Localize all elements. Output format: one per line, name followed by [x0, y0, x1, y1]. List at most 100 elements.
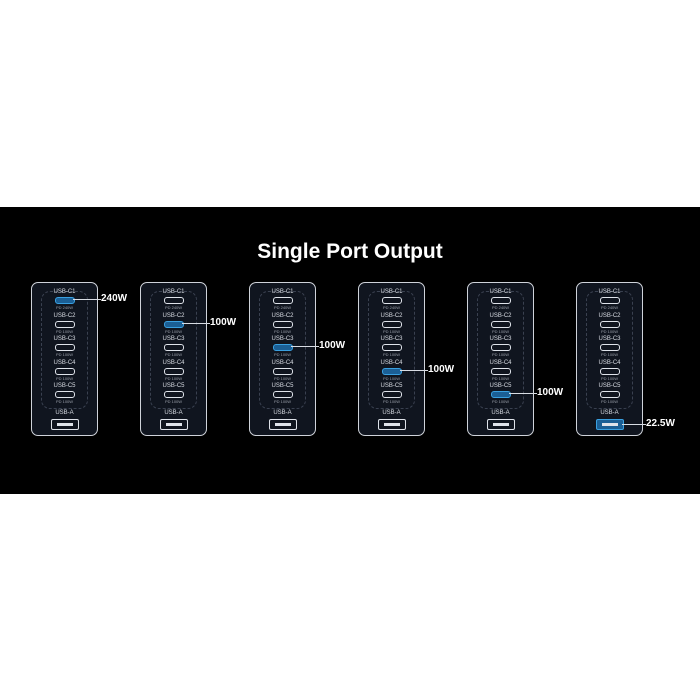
output-wattage-label: 100W — [210, 316, 237, 328]
port-label: USB-C1 — [598, 289, 621, 295]
usb-c-port-icon — [55, 320, 75, 328]
port-label: USB-C3 — [162, 336, 185, 342]
port-group-outline — [477, 291, 524, 409]
port-label: USB-A — [273, 410, 292, 416]
usb-c-port-icon — [164, 297, 184, 304]
usb-c-port-icon — [491, 320, 511, 328]
port-label: USB-A — [491, 410, 510, 416]
pd-label: PD 100W — [273, 375, 292, 381]
port-label: USB-C5 — [598, 383, 621, 389]
port-label: USB-C5 — [53, 383, 76, 389]
usb-a-port-icon — [160, 419, 188, 430]
port-label: USB-C4 — [489, 359, 512, 366]
output-wattage-label: 100W — [428, 363, 455, 375]
pd-label: PD 100W — [164, 399, 183, 404]
port-label: USB-C4 — [380, 359, 403, 366]
usb-c-port-icon — [491, 344, 511, 351]
usb-c-port-icon — [491, 367, 511, 375]
usb-c-port-icon — [55, 391, 75, 398]
usb-a-port-icon — [51, 419, 79, 430]
port-label: USB-C5 — [380, 383, 403, 389]
port-label: USB-A — [164, 410, 183, 416]
port-label: USB-C2 — [271, 312, 294, 319]
usb-a-port-icon — [596, 419, 624, 430]
callout-line — [73, 299, 101, 300]
page-title: Single Port Output — [257, 240, 443, 263]
usb-a-port-icon — [269, 419, 297, 430]
port-label: USB-C1 — [53, 289, 76, 295]
port-label: USB-C1 — [489, 289, 512, 295]
output-wattage-label: 240W — [101, 293, 128, 304]
callout-line — [509, 393, 537, 394]
pd-label: PD 100W — [491, 328, 510, 334]
output-wattage-label: 22.5W — [646, 418, 675, 429]
port-label: USB-C1 — [162, 289, 185, 295]
usb-a-port-icon — [378, 419, 406, 430]
port-label: USB-C2 — [489, 312, 512, 319]
port-label: USB-C4 — [162, 359, 185, 366]
usb-c-port-icon — [600, 391, 620, 398]
usb-c-port-icon — [600, 297, 620, 304]
usb-c-port-icon — [491, 297, 511, 304]
port-group-outline — [586, 291, 633, 409]
callout-line — [291, 346, 319, 347]
port-label: USB-C5 — [489, 383, 512, 389]
port-label: USB-C3 — [53, 336, 76, 342]
usb-c-port-icon — [491, 391, 511, 398]
port-label: USB-C3 — [598, 336, 621, 342]
port-label: USB-C4 — [598, 359, 621, 366]
pd-label: PD 240W — [491, 305, 510, 310]
pd-label: PD 100W — [55, 352, 74, 357]
usb-c-port-icon — [382, 344, 402, 351]
port-label: USB-C2 — [380, 312, 403, 319]
pd-label: PD 100W — [382, 352, 401, 357]
pd-label: PD 240W — [164, 305, 183, 310]
port-label: USB-C1 — [380, 289, 403, 295]
usb-c-port-icon — [273, 391, 293, 398]
usb-c-port-icon — [600, 320, 620, 328]
port-label: USB-A — [382, 410, 401, 416]
usb-c-port-icon — [164, 344, 184, 351]
usb-c-port-icon — [164, 367, 184, 375]
pd-label: PD 100W — [600, 328, 619, 334]
port-label: USB-C1 — [271, 289, 294, 295]
pd-label: PD 100W — [600, 352, 619, 357]
port-group-outline — [259, 291, 306, 409]
usb-c-port-icon — [55, 367, 75, 375]
port-label: USB-C5 — [162, 383, 185, 389]
pd-label: PD 100W — [382, 399, 401, 404]
pd-label: PD 100W — [600, 399, 619, 404]
usb-c-port-icon — [164, 320, 184, 328]
usb-c-port-icon — [55, 344, 75, 351]
pd-label: PD 100W — [491, 352, 510, 357]
pd-label: PD 100W — [382, 375, 401, 381]
usb-c-port-icon — [382, 367, 402, 375]
usb-c-port-icon — [164, 391, 184, 398]
port-label: USB-C3 — [380, 336, 403, 342]
pd-label: PD 100W — [164, 375, 183, 381]
pd-label: PD 100W — [491, 375, 510, 381]
port-label: USB-A — [55, 410, 74, 416]
usb-a-port-icon — [487, 419, 515, 430]
charger-device: USB-C1 PD 240W USB-C2 PD 100W USB-C3 PD 100W U… — [358, 282, 425, 436]
pd-label: PD 100W — [55, 375, 74, 381]
callout-line — [622, 424, 646, 425]
output-wattage-label: 100W — [537, 387, 564, 398]
port-label: USB-A — [600, 410, 619, 416]
pd-label: PD 240W — [273, 305, 292, 310]
pd-label: PD 100W — [491, 399, 510, 404]
usb-c-port-icon — [273, 344, 293, 351]
usb-c-port-icon — [382, 391, 402, 398]
callout-line — [400, 369, 428, 371]
pd-label: PD 100W — [273, 399, 292, 404]
pd-label: PD 240W — [382, 305, 401, 310]
pd-label: PD 240W — [600, 305, 619, 310]
pd-label: PD 100W — [382, 328, 401, 334]
usb-c-port-icon — [600, 367, 620, 375]
port-label: USB-C4 — [271, 359, 294, 366]
usb-c-port-icon — [382, 320, 402, 328]
port-label: USB-C2 — [53, 312, 76, 319]
